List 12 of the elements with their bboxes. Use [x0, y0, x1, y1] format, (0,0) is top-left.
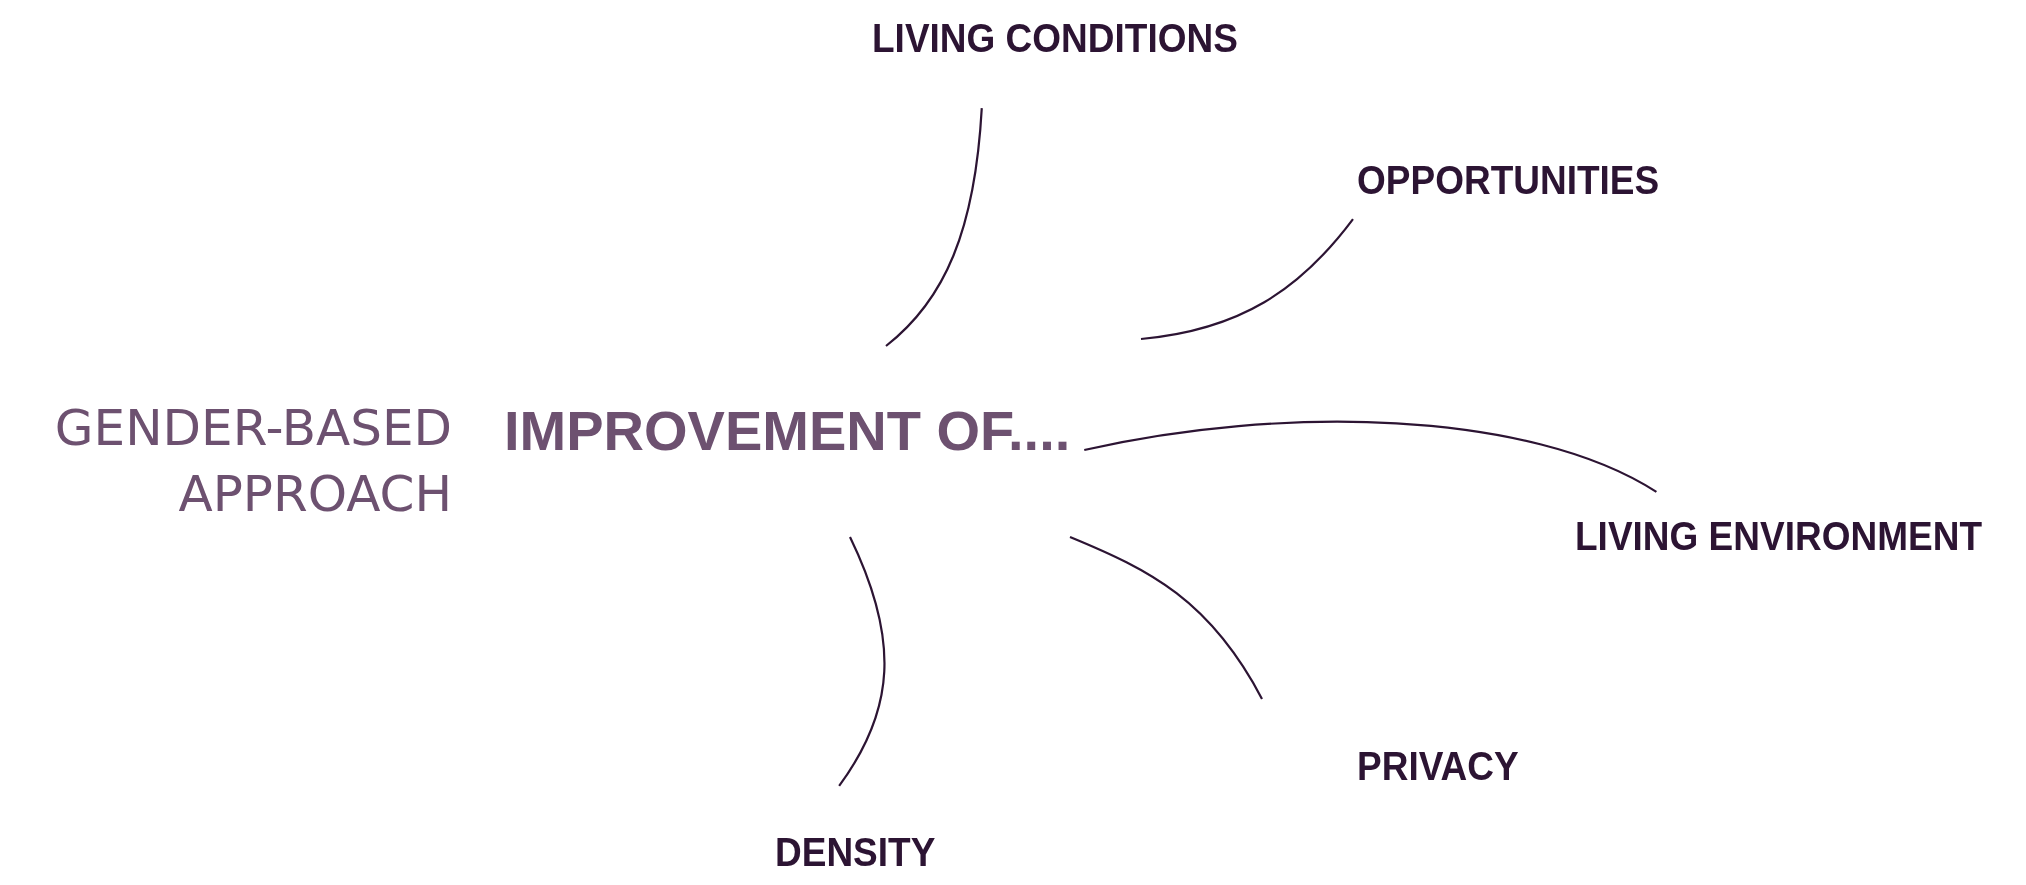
central-topic: IMPROVEMENT OF....	[504, 398, 1071, 463]
connector-line	[1084, 420, 1657, 493]
side-heading: GENDER-BASED APPROACH	[53, 398, 452, 525]
branch-topic: LIVING ENVIRONMENT	[1575, 513, 1983, 561]
connector-line	[885, 108, 983, 347]
connector-line	[1069, 536, 1263, 700]
branch-topic: DENSITY	[775, 829, 936, 877]
connector-line	[838, 536, 886, 787]
branch-topic: OPPORTUNITIES	[1357, 157, 1660, 205]
branch-topic: PRIVACY	[1357, 743, 1519, 791]
branch-topic: LIVING CONDITIONS	[872, 15, 1238, 63]
connector-line	[1140, 218, 1354, 341]
